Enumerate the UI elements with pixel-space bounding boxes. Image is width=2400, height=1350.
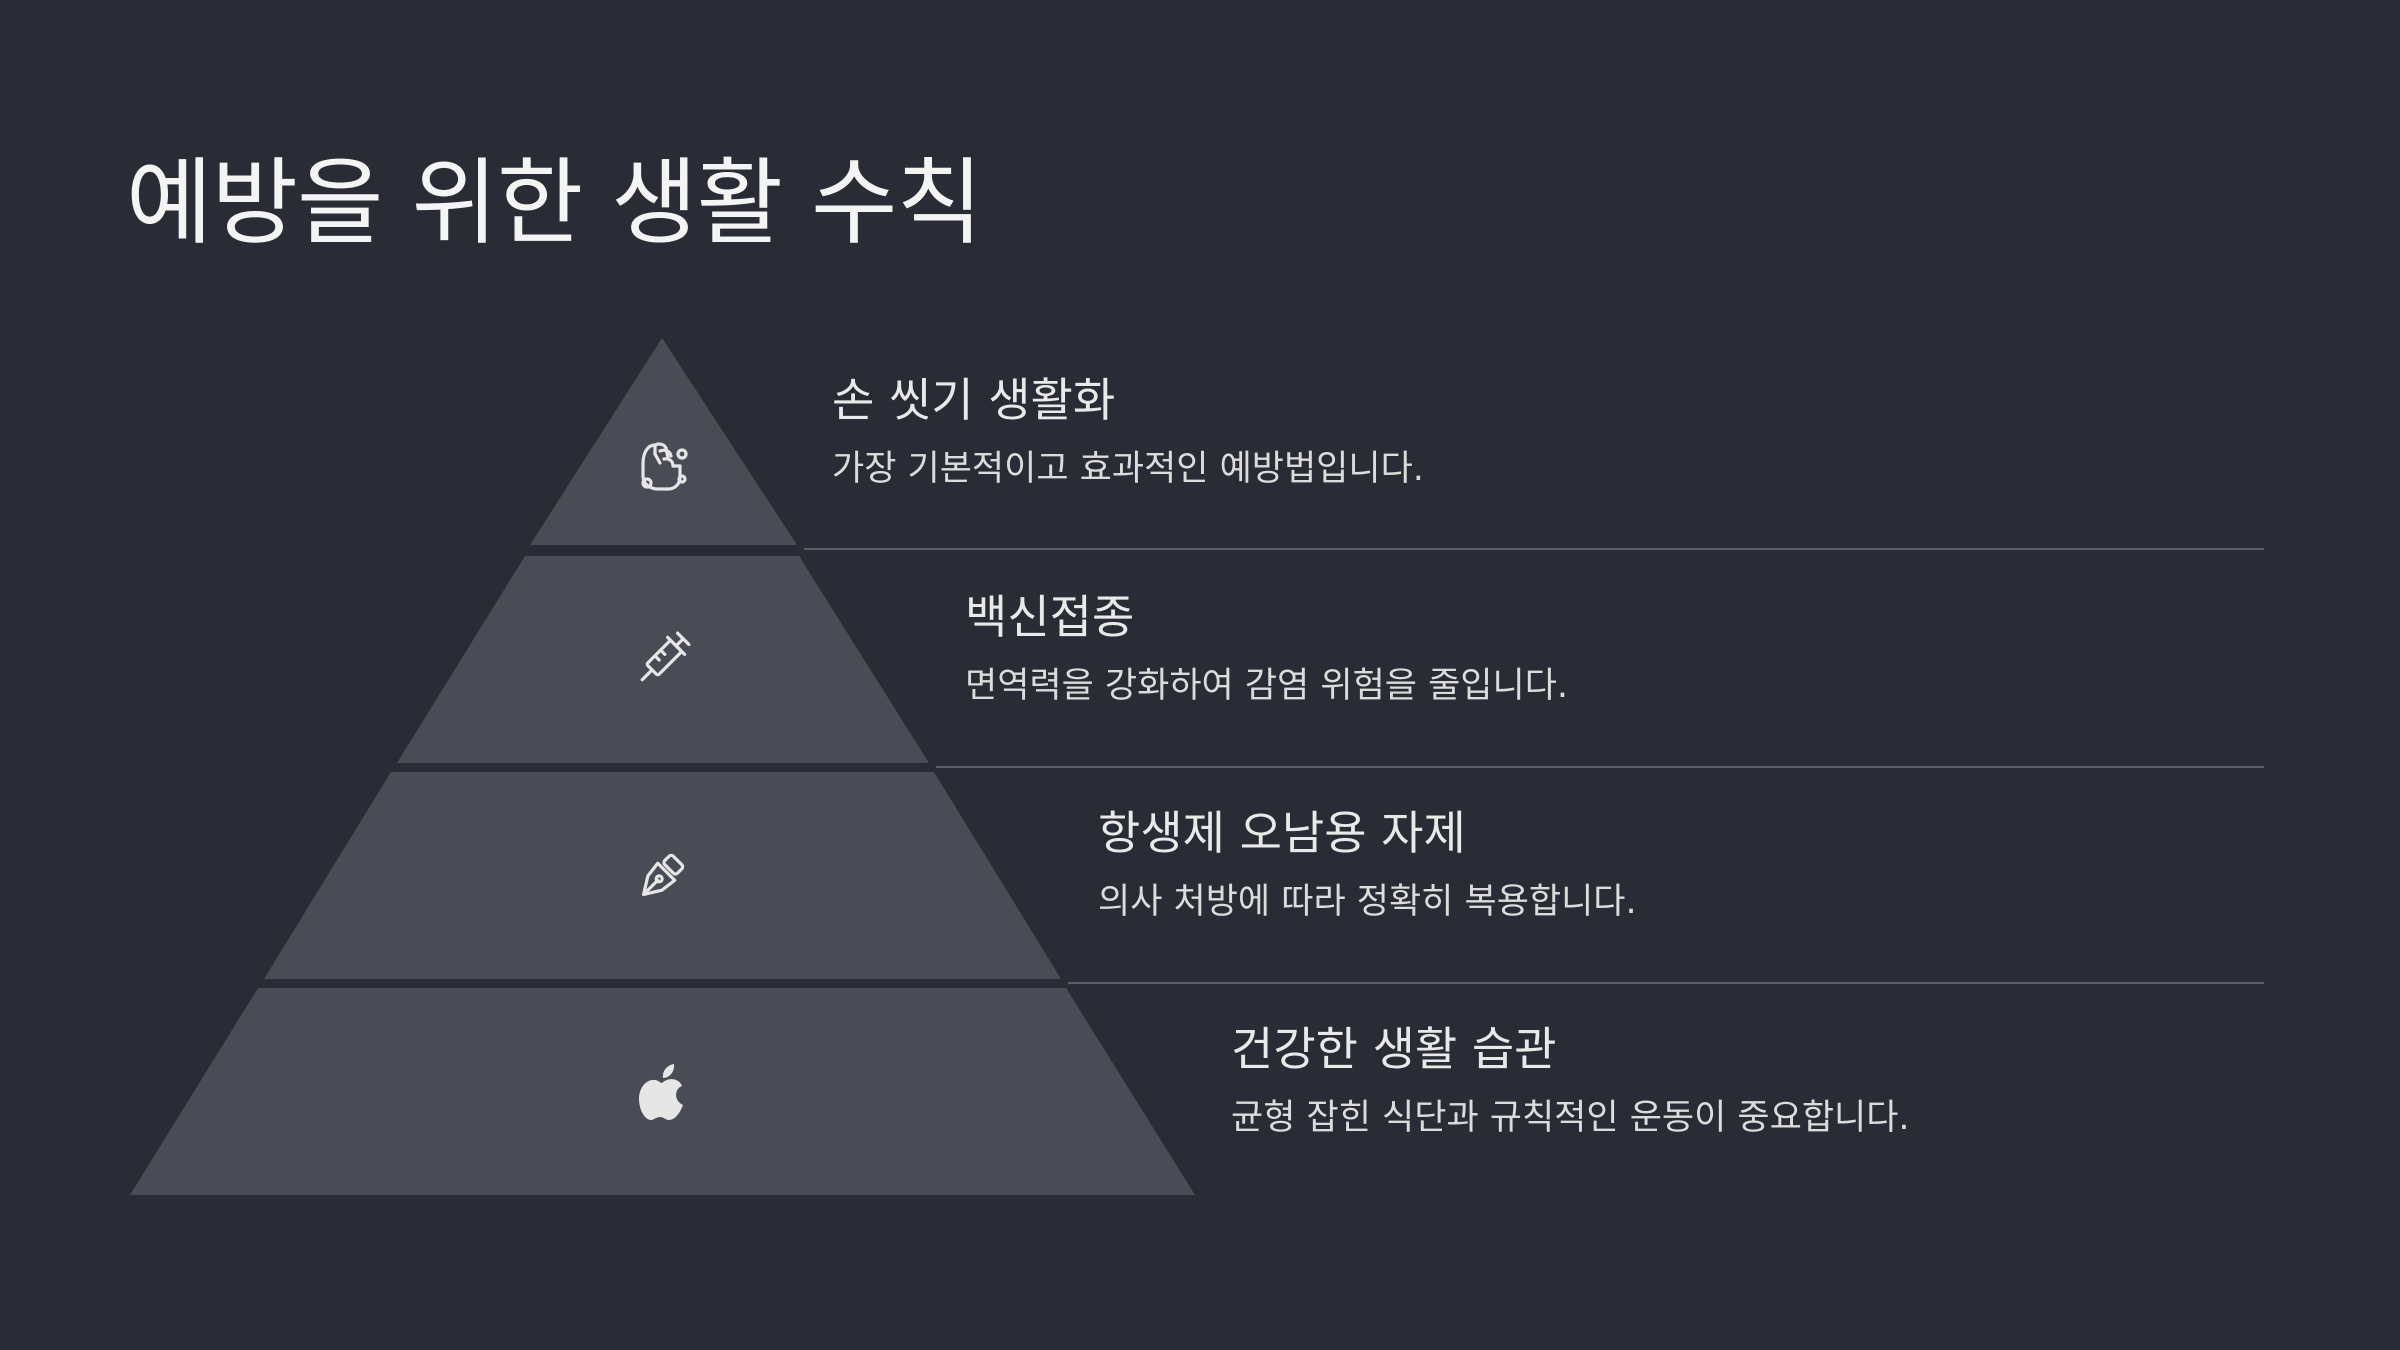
slide-title: 예방을 위한 생활 수칙 <box>126 149 983 258</box>
level-2-title: 백신접종 <box>965 590 1135 644</box>
syringe-icon <box>640 631 691 682</box>
level-3: 항생제 오남용 자제 의사 처방에 따라 정확히 복용합니다. <box>1098 804 1637 924</box>
level-3-title: 항생제 오남용 자제 <box>1098 806 1466 860</box>
pyramid-tier-3 <box>264 772 1061 979</box>
pen-nib-icon <box>642 853 685 896</box>
pyramid-tier-1 <box>530 338 797 545</box>
level-2-description: 면역력을 강화하여 감염 위험을 줄입니다. <box>965 666 1569 706</box>
pyramid-tier-2 <box>397 556 929 763</box>
level-1: 손 씻기 생활화 가장 기본적이고 효과적인 예방법입니다. <box>832 371 1424 491</box>
level-divider-1 <box>804 548 2264 550</box>
hand-washing-icon <box>641 442 688 491</box>
level-divider-2 <box>936 766 2264 768</box>
level-divider-3 <box>1068 982 2264 984</box>
level-1-title: 손 씻기 생활화 <box>832 373 1116 427</box>
level-4-description: 균형 잡힌 식단과 규칙적인 운동이 중요합니다. <box>1231 1098 1910 1138</box>
level-3-description: 의사 처방에 따라 정확히 복용합니다. <box>1098 882 1637 922</box>
level-4: 건강한 생활 습관 균형 잡힌 식단과 규칙적인 운동이 중요합니다. <box>1231 1020 1910 1140</box>
level-4-title: 건강한 생활 습관 <box>1231 1022 1557 1076</box>
level-2: 백신접종 면역력을 강화하여 감염 위험을 줄입니다. <box>965 588 1568 708</box>
apple-icon <box>639 1064 683 1120</box>
level-1-description: 가장 기본적이고 효과적인 예방법입니다. <box>832 449 1424 489</box>
